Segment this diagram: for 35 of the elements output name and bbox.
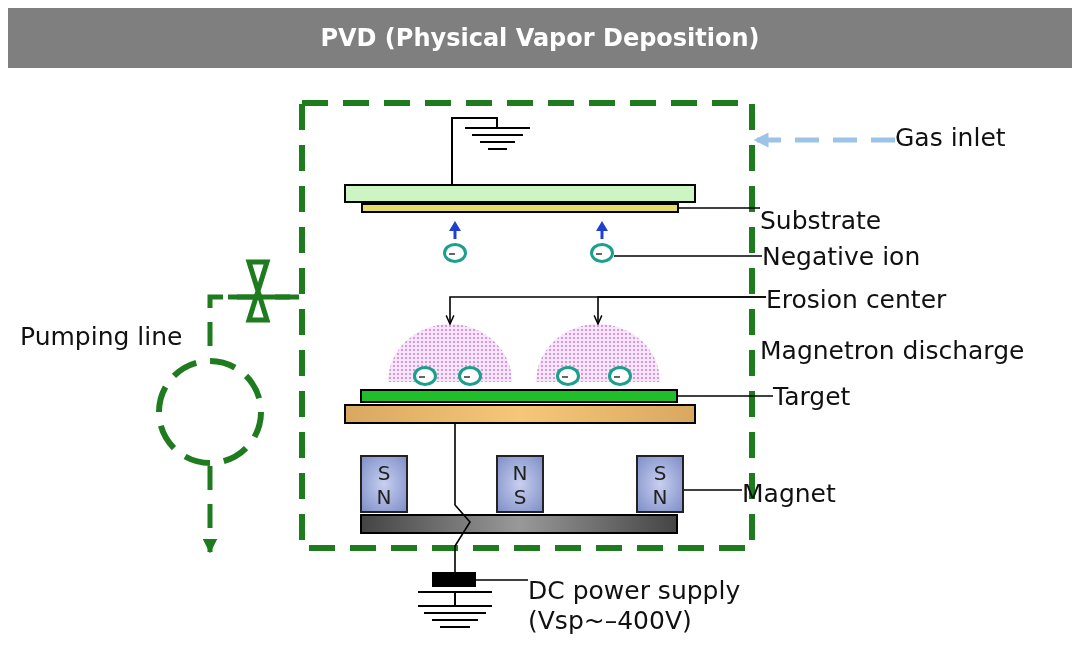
ion-circle bbox=[458, 366, 482, 386]
leader-line bbox=[454, 423, 471, 573]
callout-label: DC power supply (Vsp~–400V) bbox=[528, 576, 778, 636]
leader-line bbox=[683, 489, 743, 491]
callout-label: Erosion center bbox=[766, 285, 1006, 315]
callout-label: Negative ion bbox=[762, 242, 982, 272]
leader-line bbox=[677, 395, 774, 397]
callout-label: Gas inlet bbox=[895, 123, 1065, 153]
leader-line bbox=[678, 207, 761, 209]
arrow bbox=[202, 466, 218, 554]
substrate-holder bbox=[344, 184, 696, 203]
magnet-block: S N bbox=[360, 455, 408, 513]
ion-circle bbox=[608, 366, 632, 386]
part-label: Magnetron discharge bbox=[760, 336, 1025, 366]
power-electrode bbox=[432, 572, 476, 587]
ion-circle bbox=[556, 366, 580, 386]
callout-label: Substrate bbox=[760, 206, 960, 236]
callout-label: Target bbox=[773, 382, 893, 412]
callout-label: Magnet bbox=[742, 479, 862, 509]
ion-circle bbox=[413, 366, 437, 386]
leader-line bbox=[613, 255, 763, 257]
magnet-block: S N bbox=[636, 455, 684, 513]
target-plate bbox=[360, 389, 678, 403]
pump-symbol bbox=[156, 358, 264, 466]
title-bar: PVD (Physical Vapor Deposition) bbox=[8, 8, 1072, 68]
arrow bbox=[593, 296, 767, 325]
substrate-strip bbox=[361, 203, 679, 213]
leader-line bbox=[475, 579, 529, 581]
ion-circle bbox=[443, 243, 467, 263]
magnet-block: N S bbox=[496, 455, 544, 513]
backing-plate bbox=[344, 404, 696, 424]
magnet-yoke bbox=[360, 514, 678, 534]
part-label: Pumping line bbox=[20, 322, 183, 352]
arrow bbox=[753, 132, 895, 148]
ion-circle bbox=[590, 243, 614, 263]
